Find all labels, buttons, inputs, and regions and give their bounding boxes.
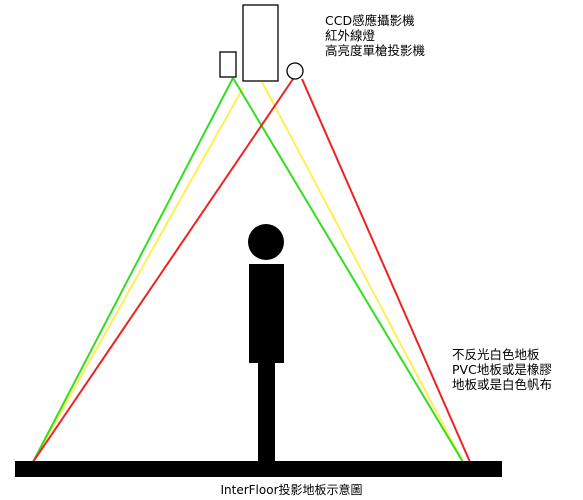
- floor: [15, 461, 502, 477]
- device-labels: CCD感應攝影機 紅外線燈 高亮度單槍投影機: [325, 13, 425, 58]
- floor-label-line-1: 不反光白色地板: [452, 347, 540, 362]
- ccd-camera: [219, 51, 237, 78]
- projector: [286, 62, 304, 80]
- camera-beam-left: [32, 77, 234, 463]
- camera-beam-right: [232, 77, 464, 463]
- infrared-lamp: [242, 4, 279, 82]
- projector-beam-right: [301, 78, 471, 463]
- ir-beam-right: [261, 81, 464, 463]
- projector-beam-left: [32, 78, 294, 463]
- camera-label: CCD感應攝影機: [325, 13, 415, 28]
- projector-label: 高亮度單槍投影機: [325, 43, 426, 58]
- diagram-caption: InterFloor投影地板示意圖: [220, 483, 363, 497]
- floor-label-line-3: 地板或是白色帆布: [452, 377, 553, 392]
- person-head: [248, 224, 284, 260]
- floor-label-line-2: PVC地板或是橡膠: [452, 362, 552, 377]
- floor-labels: 不反光白色地板 PVC地板或是橡膠 地板或是白色帆布: [452, 347, 552, 392]
- infrared-lamp-label: 紅外線燈: [325, 28, 376, 43]
- ir-beam-left: [32, 87, 244, 463]
- person-legs: [258, 363, 275, 462]
- person-torso: [249, 264, 284, 363]
